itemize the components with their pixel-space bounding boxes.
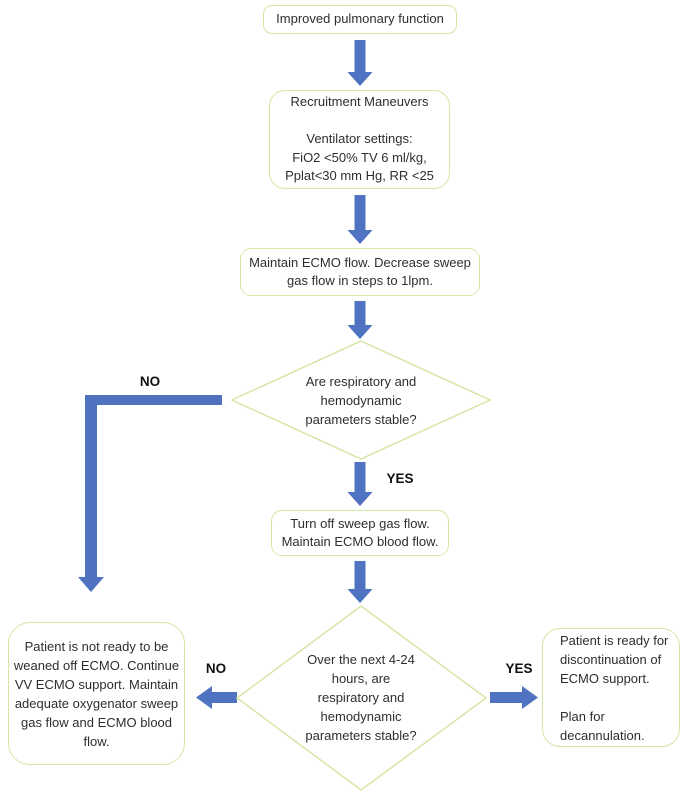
arrow-down-yes-1-icon <box>347 462 373 506</box>
arrow-head-yes-2-icon <box>522 686 538 709</box>
node-recruitment-maneuvers: Recruitment Maneuvers Ventilator setting… <box>269 90 450 189</box>
connector-yes-2-shaft <box>490 692 522 703</box>
node-patient-ready: Patient is ready for discontinuation of … <box>542 628 680 747</box>
connector-no-1-horizontal <box>85 395 222 405</box>
decision-diamond-1 <box>230 340 492 460</box>
connector-no-2-shaft <box>212 692 237 703</box>
arrow-down-2-icon <box>347 195 373 244</box>
node-improved-pulmonary-function: Improved pulmonary function <box>263 5 457 34</box>
node-patient-not-ready: Patient is not ready to be weaned off EC… <box>8 622 185 765</box>
branch-label-no-2: NO <box>205 661 227 676</box>
branch-label-yes-2: YES <box>505 661 533 676</box>
arrow-down-3-icon <box>347 301 373 339</box>
node-turn-off-sweep-gas: Turn off sweep gas flow. Maintain ECMO b… <box>271 510 449 556</box>
connector-no-1-vertical <box>85 395 97 578</box>
arrow-down-4-icon <box>347 561 373 603</box>
decision-diamond-2 <box>235 605 488 791</box>
arrow-head-no-2-icon <box>196 686 212 709</box>
branch-label-no-1: NO <box>139 374 161 389</box>
arrow-down-1-icon <box>347 40 373 86</box>
node-maintain-ecmo-flow: Maintain ECMO flow. Decrease sweep gas f… <box>240 248 480 296</box>
branch-label-yes-1: YES <box>386 471 414 486</box>
decision-2-question: Over the next 4-24 hours, are respirator… <box>305 652 417 743</box>
decision-1-question: Are respiratory and hemodynamic paramete… <box>305 374 417 427</box>
arrow-head-no-1-icon <box>78 577 104 592</box>
